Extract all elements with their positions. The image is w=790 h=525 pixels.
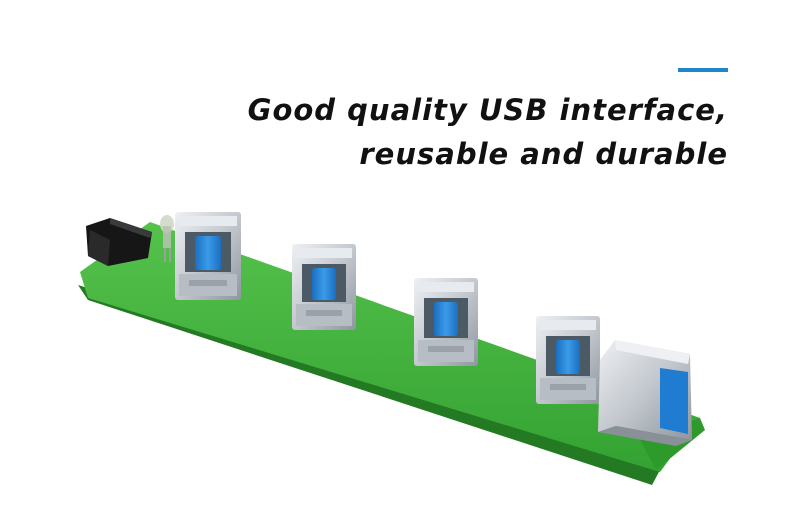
- usb-port-icon-4: [536, 316, 600, 404]
- power-jack-icon: [86, 218, 152, 266]
- headline-line-1: Good quality USB interface,: [247, 93, 728, 127]
- usb-port-icon-1: [175, 212, 241, 300]
- usb-plug-icon: [598, 340, 692, 446]
- usb-port-icon-3: [414, 278, 478, 366]
- headline-line-2: reusable and durable: [359, 137, 728, 171]
- accent-bar: [678, 68, 728, 72]
- pcb-board: [80, 222, 700, 472]
- usb-port-icon-2: [292, 244, 356, 330]
- led-icon: [160, 215, 174, 262]
- headline: Good quality USB interface, reusable and…: [248, 88, 728, 176]
